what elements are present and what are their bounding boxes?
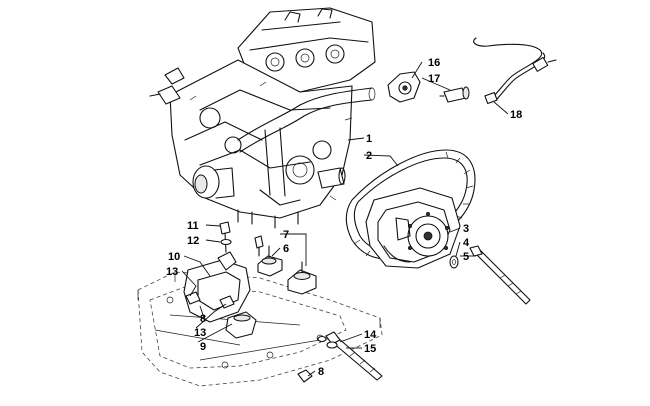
- callout-14: 14: [364, 329, 377, 341]
- callout-9: 9: [200, 341, 206, 353]
- callout-1: 1: [366, 133, 372, 145]
- sensor-wire-harness: [473, 37, 557, 105]
- callout-13-upper: 13: [166, 266, 178, 278]
- callout-4: 4: [463, 237, 470, 249]
- callout-11: 11: [187, 220, 199, 232]
- callout-6: 6: [283, 243, 289, 255]
- clutch-bolt: [469, 245, 531, 305]
- clutch-washer: [449, 255, 459, 269]
- temperature-sensor: [439, 86, 470, 103]
- engine-mount-right: [257, 245, 283, 277]
- thermostat-housing: [387, 71, 421, 103]
- callout-13-lower: 13: [194, 327, 206, 339]
- leader-lines: [181, 61, 509, 377]
- callout-2: 2: [366, 150, 372, 162]
- bracket-bolt: [219, 221, 231, 253]
- callout-15: 15: [364, 343, 376, 355]
- callout-18: 18: [510, 109, 522, 121]
- callout-10: 10: [168, 251, 180, 263]
- callout-8-lower: 8: [318, 366, 324, 378]
- callout-7: 7: [283, 229, 289, 241]
- rubber-mount-left: [225, 311, 257, 339]
- engine-mount-rear: [287, 261, 317, 295]
- mount-bolt: [254, 235, 264, 257]
- frame-bolt: [325, 331, 383, 381]
- callout-5: 5: [463, 251, 469, 263]
- callout-3: 3: [463, 223, 469, 235]
- engine-assembly: [149, 7, 376, 229]
- frame-nut: [297, 369, 313, 383]
- frame-washer: [317, 335, 338, 349]
- callout-8-upper: 8: [200, 313, 206, 325]
- callout-12: 12: [187, 235, 199, 247]
- callout-16: 16: [428, 57, 440, 69]
- callouts: 1 2 3 4 5 6 7 8 8 9 10 11 12 13 13 14 15…: [166, 57, 522, 378]
- engine-bracket: [183, 251, 251, 323]
- bracket-washer: [220, 238, 232, 246]
- callout-17: 17: [428, 73, 440, 85]
- chassis-frame: [137, 271, 383, 387]
- driven-clutch: [365, 187, 461, 269]
